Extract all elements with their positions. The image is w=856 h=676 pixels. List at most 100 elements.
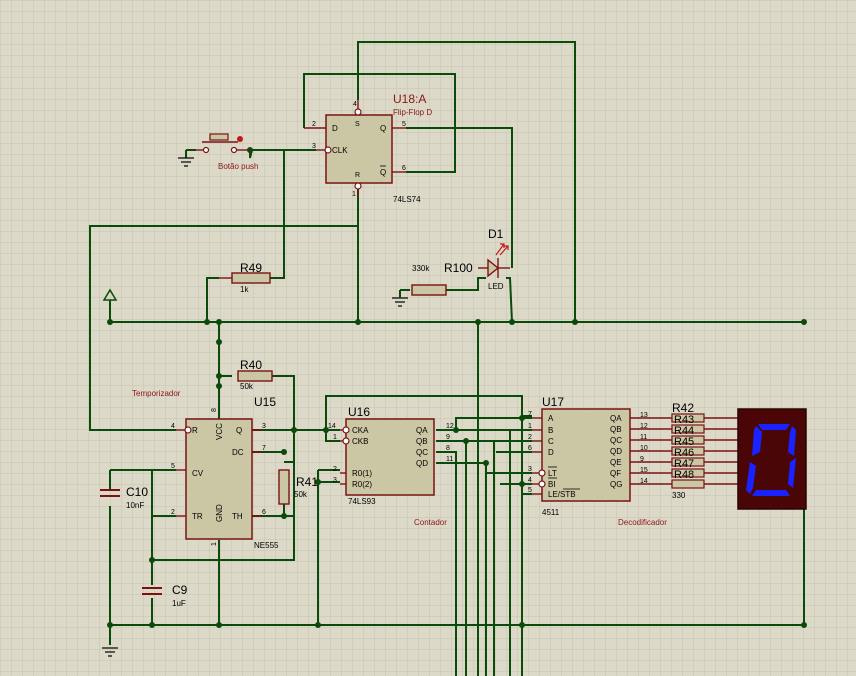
r40-ref: R40: [240, 358, 262, 372]
display-segments: [746, 424, 796, 496]
u16-pin-r02: R0(2): [352, 480, 372, 489]
r49-value: 1k: [240, 285, 249, 294]
u16-pin-cka: CKA: [352, 426, 369, 435]
u17-pin-qd: QD: [610, 447, 622, 456]
junction-dots: [107, 147, 807, 628]
u16-pin-qb: QB: [416, 437, 428, 446]
u17-title: Decodificador: [618, 518, 667, 527]
u18-title: Flip-Flop D: [393, 108, 432, 117]
ground-icon-led: [392, 290, 408, 307]
r45-ref: R45: [674, 436, 694, 448]
resistor-r41[interactable]: R41 50k: [278, 469, 318, 505]
capacitor-c10[interactable]: C10 10nF: [100, 469, 176, 510]
u18-pin-num-4: 4: [353, 101, 357, 108]
resistor-bank[interactable]: R42 R43 R44 R45 R46 R47 R48 330: [671, 401, 705, 500]
u17-pin-qb: QB: [610, 425, 622, 434]
u16-pin-qc: QC: [416, 448, 428, 457]
capacitor-c9[interactable]: C9 1uF: [142, 583, 188, 608]
u17-pin-num-4: 4: [528, 477, 532, 484]
u17-out-11: 11: [640, 434, 647, 441]
u17-pin-c: C: [548, 437, 554, 446]
u16-part: 74LS93: [348, 497, 376, 506]
u15-pin-tr: TR: [192, 512, 203, 521]
u15-pin-num-2: 2: [171, 509, 175, 516]
u15-pin-num-6: 6: [262, 509, 266, 516]
r43-ref: R43: [674, 414, 694, 426]
u17-pin-a: A: [548, 414, 554, 423]
u15-pin-num-1: 1: [211, 542, 218, 546]
d1-ref: D1: [488, 227, 504, 241]
u18-flip-flop[interactable]: U18:A Flip-Flop D 74LS74 D CLK S R Q Q 2…: [304, 92, 432, 204]
u16-pin-num-9: 9: [446, 434, 450, 441]
u15-pin-cv: CV: [192, 469, 204, 478]
u17-pin-qe: QE: [610, 458, 622, 467]
power-terminal-icon: [102, 288, 118, 306]
u15-pin-r: R: [192, 426, 198, 435]
r48-ref: R48: [674, 469, 694, 481]
segment-f: [752, 426, 762, 456]
u17-out-15: 15: [640, 467, 648, 474]
r100-value: 330k: [412, 264, 430, 273]
seven-segment-display[interactable]: 0: [737, 408, 807, 510]
resistor-bank-value: 330: [672, 491, 686, 500]
u18-ref: U18:A: [393, 92, 426, 106]
u16-pin-num-3: 3: [333, 477, 337, 484]
u16-ref: U16: [348, 405, 370, 419]
segment-c: [788, 458, 796, 488]
u16-pin-num-14: 14: [328, 423, 336, 430]
u17-pin-num-2: 2: [528, 434, 532, 441]
u17-out-9: 9: [640, 456, 644, 463]
resistor-r100[interactable]: R100 330k: [411, 261, 473, 296]
c9-value: 1uF: [172, 599, 186, 608]
u15-part: NE555: [254, 541, 279, 550]
u15-timer[interactable]: Temporizador U15 NE555 R CV TR Q DC TH V…: [132, 389, 279, 550]
u17-pin-num-1: 1: [528, 423, 532, 430]
r40-value: 50k: [240, 382, 254, 391]
u16-pin-ckb: CKB: [352, 437, 368, 446]
u15-pin-num-4: 4: [171, 423, 175, 430]
u17-decoder[interactable]: U17 4511 Decodificador A B C D LT BI LE/…: [528, 395, 667, 527]
u15-pin-num-7: 7: [262, 445, 266, 452]
decoder-output-wires: 13 12 11 10 9 15 14: [630, 412, 740, 485]
led-d1[interactable]: D1 LED: [478, 227, 510, 291]
u17-pin-qg: QG: [610, 480, 622, 489]
u17-out-12: 12: [640, 423, 648, 430]
u16-pin-num-12: 12: [446, 423, 454, 430]
u16-pin-qa: QA: [416, 426, 428, 435]
ground-icon: [178, 149, 196, 167]
u17-pin-bi: BI: [548, 480, 556, 489]
u17-pin-lt: LT: [548, 469, 557, 478]
u16-pin-num-8: 8: [446, 445, 450, 452]
u15-pin-vcc: VCC: [215, 423, 224, 440]
c9-ref: C9: [172, 583, 188, 597]
u15-ref: U15: [254, 395, 276, 409]
resistor-r49[interactable]: R49 1k: [219, 261, 271, 294]
u17-pin-qc: QC: [610, 436, 622, 445]
u16-pin-qd: QD: [416, 459, 428, 468]
push-button[interactable]: Botão push: [196, 133, 258, 171]
display-digit-value: 0: [772, 503, 773, 505]
u15-pin-num-5: 5: [171, 463, 175, 470]
ground-icon-bottom: [102, 647, 118, 657]
r47-ref: R47: [674, 458, 694, 470]
segment-a: [758, 424, 790, 430]
u18-pin-q: Q: [380, 124, 386, 133]
r100-ref: R100: [444, 261, 473, 275]
u17-out-13: 13: [640, 412, 648, 419]
u18-pin-num-6: 6: [402, 165, 406, 172]
u17-pin-num-5: 5: [528, 487, 532, 494]
resistor-r40[interactable]: R40 50k: [237, 358, 273, 391]
r41-value: 50k: [294, 490, 308, 499]
u17-part: 4511: [542, 508, 560, 517]
u17-pin-le: LE/STB: [548, 490, 576, 499]
u15-pin-q: Q: [236, 426, 242, 435]
u16-counter[interactable]: U16 74LS93 Contador CKA CKB R0(1) R0(2) …: [328, 405, 454, 527]
u17-ref: U17: [542, 395, 564, 409]
u16-pin-num-11: 11: [446, 456, 453, 463]
u17-pin-qf: QF: [610, 469, 621, 478]
u15-pin-num-3: 3: [262, 423, 266, 430]
u18-pin-clk: CLK: [332, 146, 348, 155]
u18-pin-qbar: Q: [380, 168, 386, 177]
u17-pin-num-3: 3: [528, 466, 532, 473]
